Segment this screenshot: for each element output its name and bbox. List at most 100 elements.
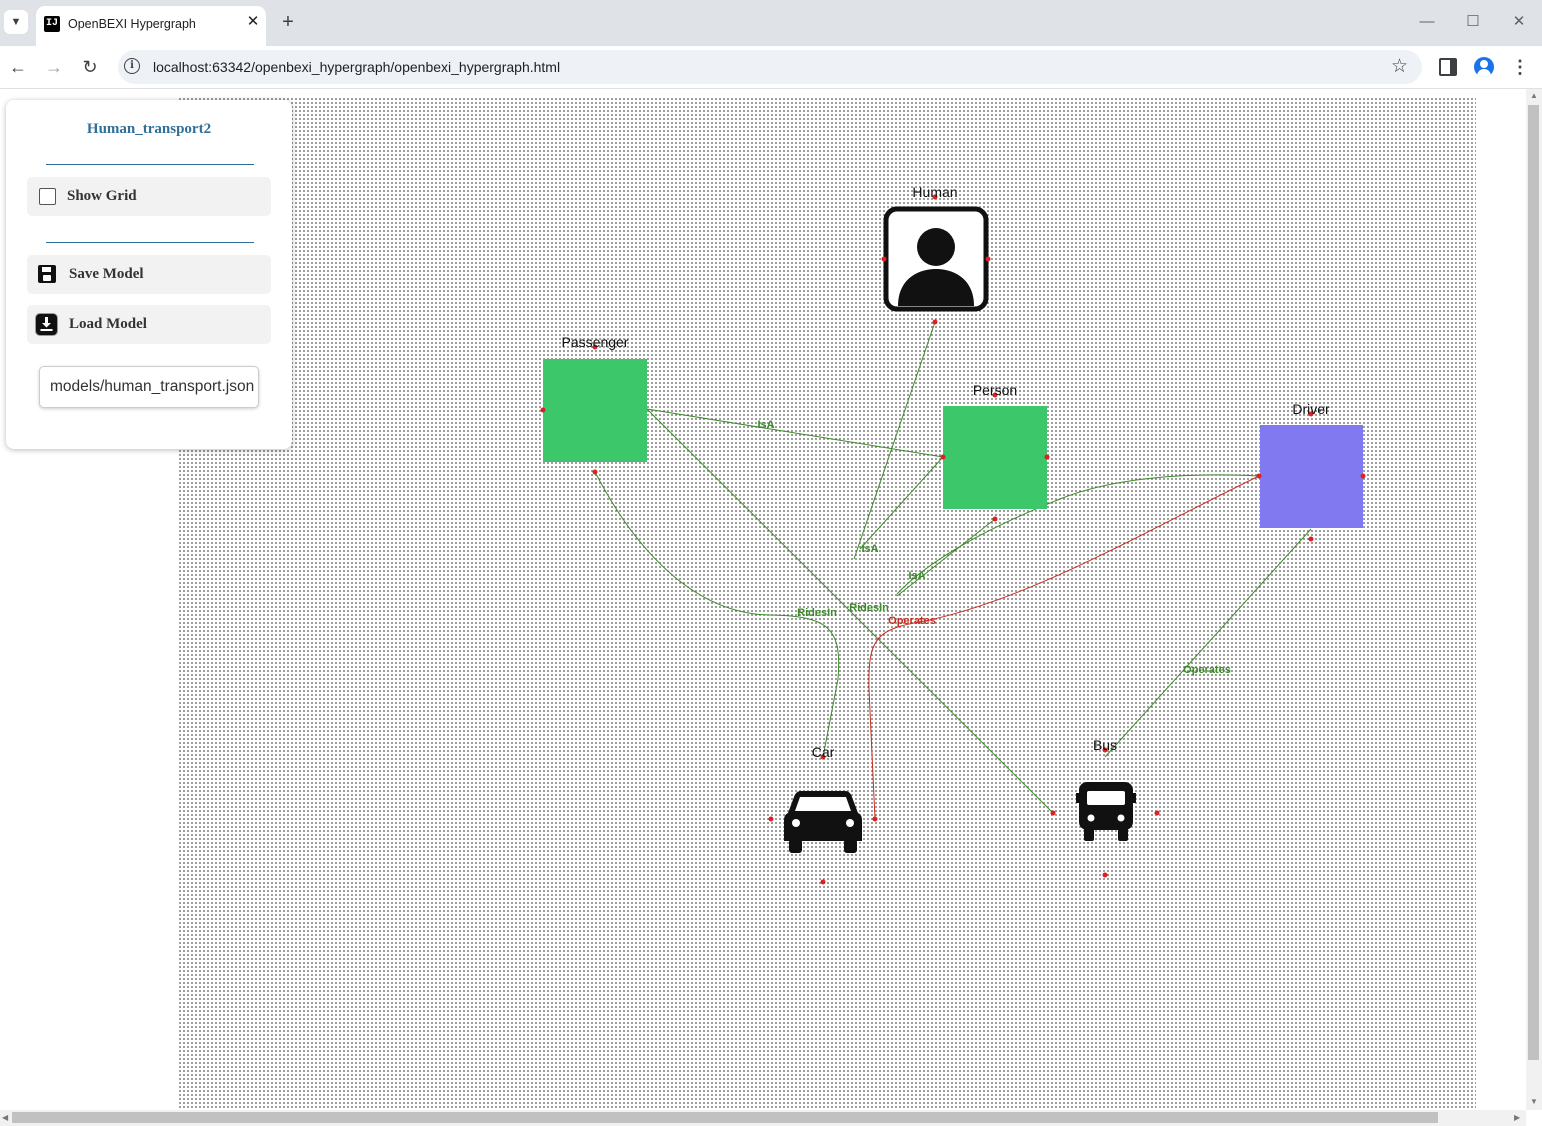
port[interactable] — [932, 194, 938, 200]
horizontal-scrollbar[interactable]: ◀ ▶ — [0, 1110, 1526, 1126]
edge-driver-bus-operates[interactable] — [1104, 528, 1312, 758]
window-close-button[interactable]: ✕ — [1504, 10, 1534, 34]
hypergraph-canvas[interactable]: Human Passenger Person Driver Car Bus Is… — [0, 89, 1526, 1110]
edge-label-operates[interactable]: Operates — [1183, 664, 1231, 676]
browser-tab[interactable]: IJ OpenBEXI Hypergraph ✕ — [36, 6, 266, 46]
port[interactable] — [768, 816, 774, 822]
port[interactable] — [985, 256, 991, 262]
arrow-right-icon: → — [45, 57, 63, 77]
url-text[interactable]: localhost:63342/openbexi_hypergraph/open… — [153, 59, 561, 75]
canvas-grid[interactable] — [178, 97, 1476, 1110]
reload-icon: ↻ — [82, 57, 98, 77]
port[interactable] — [1044, 454, 1050, 460]
horizontal-scroll-thumb[interactable] — [12, 1112, 1438, 1123]
edge-person-isa-down[interactable] — [896, 518, 996, 597]
node-driver[interactable] — [1260, 425, 1363, 528]
save-model-label: Save Model — [69, 266, 144, 282]
node-human[interactable] — [883, 206, 989, 312]
node-car[interactable] — [784, 791, 862, 853]
chevron-down-icon: ▼ — [10, 16, 22, 28]
scroll-down-icon[interactable]: ▼ — [1530, 1097, 1538, 1106]
show-grid-toggle[interactable]: Show Grid — [27, 177, 271, 216]
save-model-button[interactable]: Save Model — [27, 255, 271, 294]
car-icon-light — [792, 819, 800, 827]
port[interactable] — [1308, 411, 1314, 417]
node-label-bus: Bus — [1093, 737, 1117, 753]
port[interactable] — [940, 454, 946, 460]
show-grid-checkbox[interactable] — [39, 188, 56, 205]
minimize-icon: — — [1419, 13, 1435, 30]
port[interactable] — [592, 344, 598, 350]
edge-label-operates[interactable]: Operates — [888, 615, 936, 627]
port[interactable] — [1050, 810, 1056, 816]
forward-button[interactable]: → — [42, 55, 66, 79]
bus-icon-light — [1117, 814, 1125, 822]
person-icon-head — [917, 228, 955, 266]
edge-driver-car-operates[interactable] — [868, 475, 1260, 820]
close-icon: ✕ — [1512, 13, 1526, 30]
port[interactable] — [820, 754, 826, 760]
control-panel: Human_transport2 Show Grid Save Model Lo… — [6, 100, 292, 449]
port[interactable] — [1102, 747, 1108, 753]
node-label-human: Human — [912, 184, 957, 200]
bus-icon-light — [1087, 814, 1095, 822]
port[interactable] — [1154, 810, 1160, 816]
port[interactable] — [872, 816, 878, 822]
node-label-car: Car — [812, 744, 835, 760]
close-icon[interactable]: ✕ — [246, 13, 260, 30]
edge-label-isa[interactable]: IsA — [757, 419, 774, 431]
page-viewport: Human Passenger Person Driver Car Bus Is… — [0, 89, 1526, 1110]
download-icon — [36, 314, 57, 335]
edge-label-isa[interactable]: IsA — [861, 543, 878, 555]
back-button[interactable]: ← — [6, 55, 30, 79]
tab-search-dropdown[interactable]: ▼ — [4, 10, 28, 34]
vertical-scroll-thumb[interactable] — [1528, 105, 1539, 1060]
car-icon-wheel — [789, 839, 802, 853]
car-icon-window — [795, 797, 851, 811]
edge-person-human-isa[interactable] — [853, 321, 936, 560]
bookmark-star-icon[interactable]: ☆ — [1390, 56, 1408, 77]
address-bar[interactable]: i localhost:63342/openbexi_hypergraph/op… — [118, 50, 1422, 84]
port[interactable] — [1256, 473, 1262, 479]
node-bus[interactable] — [1076, 782, 1136, 841]
port[interactable] — [820, 879, 826, 885]
port[interactable] — [881, 256, 887, 262]
edge-label-isa[interactable]: IsA — [908, 570, 925, 582]
port[interactable] — [992, 516, 998, 522]
minimize-button[interactable]: — — [1412, 10, 1442, 34]
menu-button[interactable]: ⋮ — [1508, 55, 1532, 79]
node-passenger[interactable] — [543, 359, 647, 462]
scroll-up-icon[interactable]: ▲ — [1530, 91, 1538, 100]
node-label-driver: Driver — [1292, 401, 1330, 417]
port[interactable] — [592, 469, 598, 475]
show-grid-label: Show Grid — [67, 188, 137, 204]
info-icon[interactable]: i — [124, 58, 140, 74]
port[interactable] — [932, 319, 938, 325]
vertical-scrollbar[interactable]: ▲ ▼ — [1526, 89, 1542, 1110]
side-panel-button[interactable] — [1436, 55, 1460, 79]
port[interactable] — [540, 407, 546, 413]
profile-button[interactable] — [1472, 55, 1496, 79]
node-person[interactable] — [943, 406, 1047, 509]
edge-passenger-bus-ridesin[interactable] — [646, 408, 1054, 814]
edge-person-car-isa-branch[interactable] — [859, 456, 944, 550]
port[interactable] — [1102, 872, 1108, 878]
node-ports — [540, 194, 1366, 885]
edge-label-ridesin[interactable]: RidesIn — [849, 602, 889, 614]
edge-passenger-car-ridesin[interactable] — [594, 471, 840, 758]
maximize-icon: ☐ — [1466, 13, 1480, 30]
maximize-button[interactable]: ☐ — [1458, 10, 1488, 34]
edge-driver-person-isa[interactable] — [896, 474, 1260, 595]
port[interactable] — [1360, 473, 1366, 479]
scroll-right-icon[interactable]: ▶ — [1514, 1113, 1521, 1122]
edge-label-ridesin[interactable]: RidesIn — [797, 607, 837, 619]
port[interactable] — [992, 392, 998, 398]
scroll-left-icon[interactable]: ◀ — [2, 1113, 9, 1122]
reload-button[interactable]: ↻ — [78, 55, 102, 79]
port[interactable] — [1308, 536, 1314, 542]
kebab-menu-icon: ⋮ — [1511, 57, 1529, 77]
load-model-button[interactable]: Load Model — [27, 305, 271, 344]
model-file-input[interactable]: models/human_transport.json — [39, 366, 259, 408]
new-tab-button[interactable]: + — [278, 11, 298, 33]
edge-passenger-person-isa[interactable] — [646, 408, 944, 458]
